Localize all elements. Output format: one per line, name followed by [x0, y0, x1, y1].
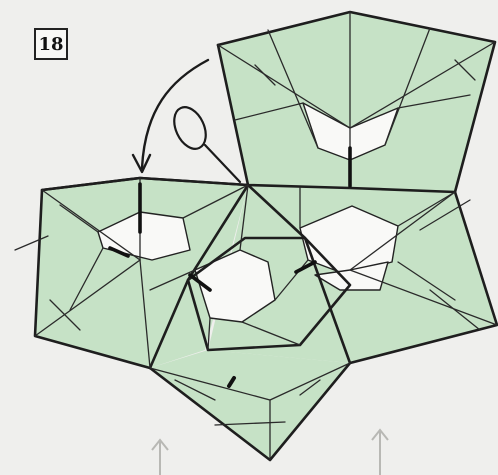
loop-icon	[168, 102, 240, 182]
faint-arrow-left	[152, 440, 168, 475]
top-right-flap	[218, 12, 495, 192]
loop-tail	[205, 145, 240, 182]
curved-arrow-icon	[133, 60, 208, 172]
faint-arrow-right	[372, 430, 388, 475]
